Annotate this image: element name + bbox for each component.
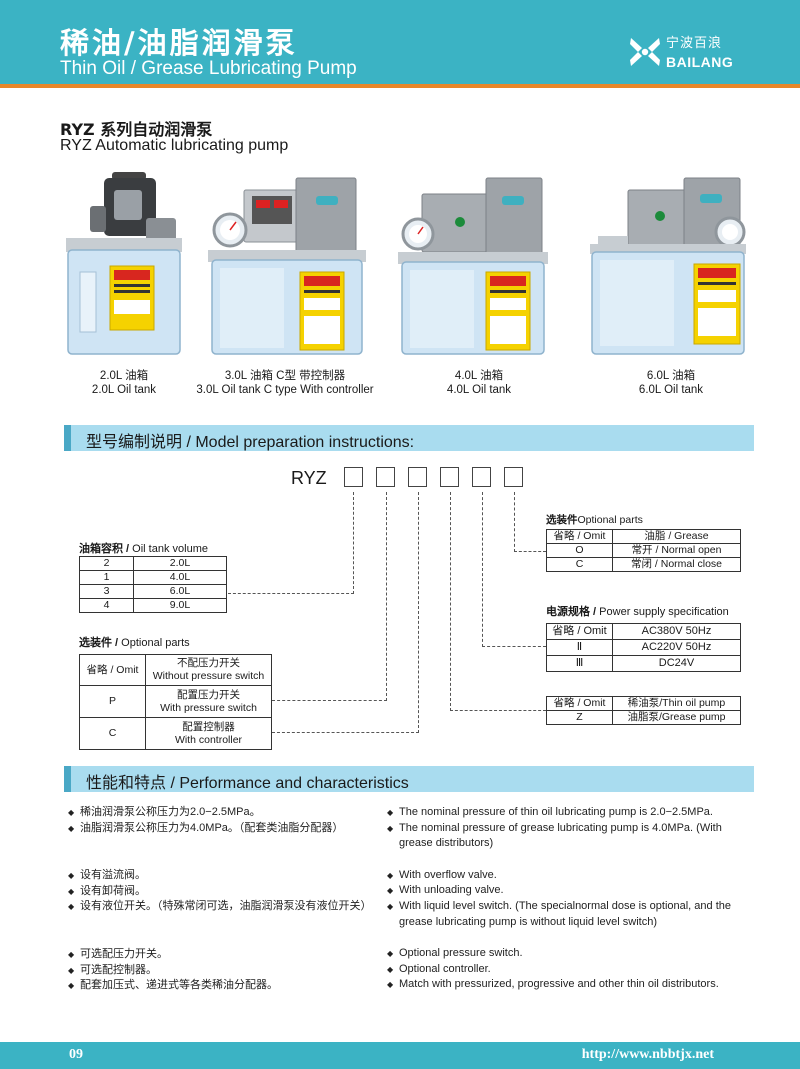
connector-line xyxy=(418,492,419,733)
model-instructions-bar: 型号编制说明 / Model preparation instructions: xyxy=(64,425,754,451)
list-item: The nominal pressure of grease lubricati… xyxy=(387,821,757,852)
product-caption-4l: 4.0L 油箱 4.0L Oil tank xyxy=(446,370,512,396)
connector-line xyxy=(514,492,515,552)
page-number: 09 xyxy=(69,1047,83,1062)
logo-text-cn: 宁波百浪 xyxy=(666,36,723,51)
model-code-box-4 xyxy=(440,467,459,487)
product-caption-2l: 2.0L 油箱 2.0L Oil tank xyxy=(91,370,157,396)
brand-logo: 宁波百浪 BAILANG xyxy=(628,32,748,76)
model-code-box-3 xyxy=(408,467,427,487)
list-item: The nominal pressure of thin oil lubrica… xyxy=(387,805,757,821)
list-item: With overflow valve. xyxy=(387,868,757,884)
bailang-logo-icon xyxy=(630,38,660,66)
product-image-2l xyxy=(66,172,182,355)
performance-bar: 性能和特点 / Performance and characteristics xyxy=(64,766,754,792)
connector-line xyxy=(386,492,387,701)
list-item: Optional pressure switch. xyxy=(387,946,757,962)
list-item: 设有溢流阀。 xyxy=(68,868,378,884)
list-item: 稀油润滑泵公称压力为2.0−2.5MPa。 xyxy=(68,805,378,821)
connector-line xyxy=(450,710,546,711)
list-item: Optional controller. xyxy=(387,962,757,978)
list-item: 可选配压力开关。 xyxy=(68,947,378,963)
connector-line xyxy=(514,551,546,552)
connector-line xyxy=(450,492,451,711)
product-image-4l xyxy=(398,177,548,355)
list-item: With liquid level switch. (The specialno… xyxy=(387,899,757,930)
model-instructions-title: 型号编制说明 / Model preparation instructions: xyxy=(86,434,415,451)
connector-line xyxy=(272,700,387,701)
list-item: With unloading valve. xyxy=(387,883,757,899)
logo-text-en: BAILANG xyxy=(666,54,734,70)
list-item: 可选配控制器。 xyxy=(68,963,378,979)
section-title-cn: RYZ 系列自动润滑泵 xyxy=(60,120,213,139)
list-item: 配套加压式、递进式等各类稀油分配器。 xyxy=(68,978,378,994)
product-caption-3l: 3.0L 油箱 C型 带控制器 3.0L Oil tank C type Wit… xyxy=(196,370,374,396)
model-code-box-6 xyxy=(504,467,523,487)
section-title-en: RYZ Automatic lubricating pump xyxy=(60,137,289,154)
product-image-6l xyxy=(590,177,746,355)
power-supply-label: 电源规格 / Power supply specification xyxy=(546,606,729,618)
list-item: 油脂润滑泵公称压力为4.0MPa。（配套类油脂分配器） xyxy=(68,821,378,837)
website-link[interactable]: http://www.nbbtjx.net xyxy=(581,1047,714,1062)
optional-parts-label: 选装件 / Optional parts xyxy=(79,637,190,649)
header-bar: 稀油/油脂润滑泵 Thin Oil / Grease Lubricating P… xyxy=(0,0,800,84)
volume-label: 油箱容积 / Oil tank volume xyxy=(79,543,208,555)
performance-title: 性能和特点 / Performance and characteristics xyxy=(86,775,409,792)
features-list-en: The nominal pressure of thin oil lubrica… xyxy=(387,805,757,993)
model-code-prefix: RYZ xyxy=(291,468,327,488)
header-accent-line xyxy=(0,84,800,88)
features-list-cn: 稀油润滑泵公称压力为2.0−2.5MPa。 油脂润滑泵公称压力为4.0MPa。（… xyxy=(68,805,378,994)
connector-line xyxy=(272,732,419,733)
connector-line xyxy=(482,492,483,647)
footer-bar: 09 http://www.nbbtjx.net xyxy=(0,1042,800,1069)
product-caption-6l: 6.0L 油箱 6.0L Oil tank xyxy=(638,370,704,396)
list-item: 设有液位开关。（特殊常闭可选，油脂润滑泵没有液位开关） xyxy=(68,899,378,915)
list-item: Match with pressurized, progressive and … xyxy=(387,977,757,993)
header-title-en: Thin Oil / Grease Lubricating Pump xyxy=(60,58,357,79)
model-code-box-2 xyxy=(376,467,395,487)
list-item: 设有卸荷阀。 xyxy=(68,884,378,900)
model-code-box-5 xyxy=(472,467,491,487)
product-image-3l-controller xyxy=(208,177,366,355)
header-title-cn: 稀油/油脂润滑泵 xyxy=(60,26,298,60)
connector-line xyxy=(353,492,354,594)
optional-parts-right-label: 选装件Optional parts xyxy=(546,514,643,526)
model-code-box-1 xyxy=(344,467,363,487)
connector-line xyxy=(482,646,546,647)
connector-line xyxy=(228,593,354,594)
